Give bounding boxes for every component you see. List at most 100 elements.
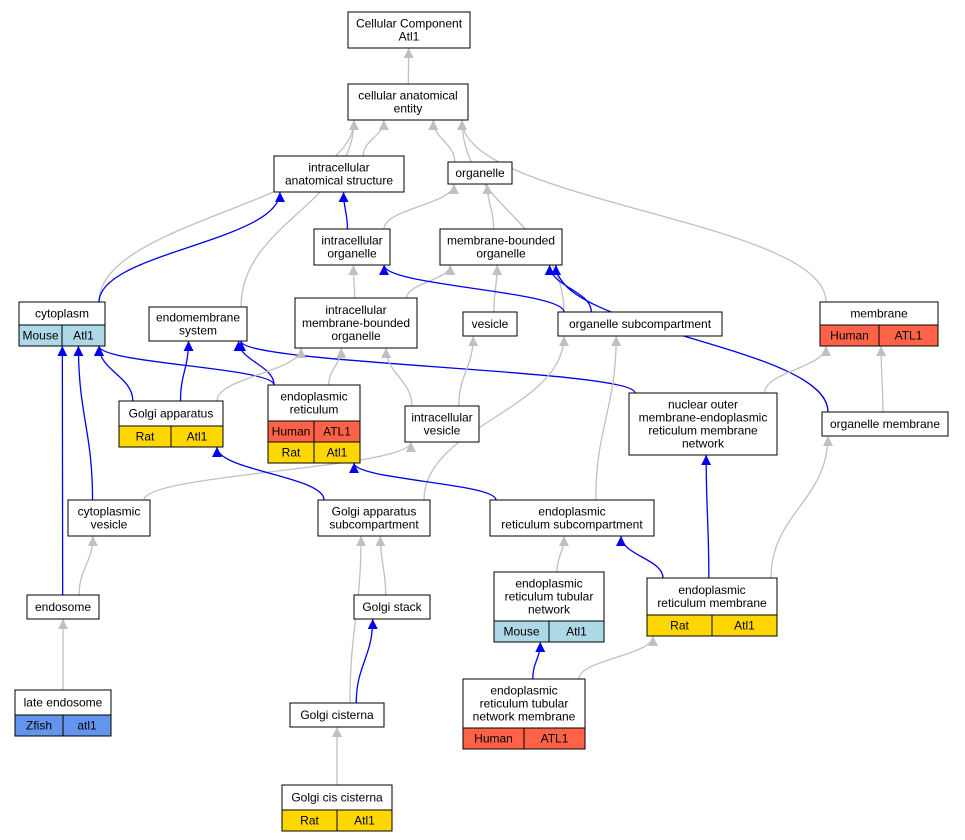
edge-mem-to-cae bbox=[457, 119, 827, 303]
term-box bbox=[281, 784, 393, 811]
term-label-line: network bbox=[682, 437, 725, 451]
term-label-line: endoplasmic bbox=[678, 583, 745, 597]
term-box bbox=[404, 405, 480, 443]
term-label-line: Golgi stack bbox=[362, 600, 422, 614]
term-node-gc[interactable]: Golgi cisterna bbox=[289, 702, 385, 728]
term-label-line: reticulum bbox=[290, 403, 339, 417]
species-cell-rat bbox=[170, 425, 224, 448]
term-node-gs[interactable]: Golgi stack bbox=[353, 594, 431, 620]
species-cell-zfish bbox=[62, 714, 112, 737]
term-label-line: Golgi cis cisterna bbox=[291, 791, 383, 805]
edge-imbo-to-io bbox=[348, 264, 359, 299]
term-label-line: cytoplasm bbox=[35, 307, 89, 321]
term-box bbox=[26, 594, 100, 620]
term-label-line: intracellular bbox=[411, 411, 472, 425]
term-box bbox=[353, 594, 431, 620]
edge-gc-to-gs bbox=[355, 618, 378, 704]
species-cell-text: Atl1 bbox=[327, 446, 348, 460]
edge-cv-to-iv bbox=[143, 441, 416, 501]
term-node-ves[interactable]: vesicle bbox=[462, 311, 518, 337]
edge-nomer-to-mem bbox=[763, 345, 831, 394]
term-label-line: reticulum tubular bbox=[480, 697, 569, 711]
species-cell-text: Rat bbox=[282, 446, 301, 460]
term-label-line: membrane-endoplasmic bbox=[639, 411, 768, 425]
term-label-line: Golgi apparatus bbox=[332, 505, 417, 519]
species-cell-mouse bbox=[548, 620, 605, 643]
term-label-line: vesicle bbox=[472, 317, 509, 331]
term-label-line: cytoplasmic bbox=[78, 505, 141, 519]
term-box bbox=[646, 577, 778, 616]
species-cell-text: Atl1 bbox=[354, 814, 375, 828]
term-label-line: cellular anatomical bbox=[358, 89, 457, 103]
term-label-line: organelle bbox=[331, 329, 381, 343]
term-label-line: membrane-bounded bbox=[302, 316, 410, 330]
edge-ersc-to-er bbox=[349, 462, 497, 501]
edge-gasc-to-osc bbox=[423, 335, 569, 501]
edge-cyto-to-ias bbox=[98, 191, 285, 303]
edge-erm-to-om bbox=[770, 435, 833, 579]
term-label-line: Golgi apparatus bbox=[129, 407, 214, 421]
edge-io-to-ias bbox=[338, 191, 349, 230]
term-label-line: endosome bbox=[35, 600, 91, 614]
edge-gasc-to-ga bbox=[212, 446, 325, 501]
edge-ias-to-cae bbox=[362, 119, 389, 157]
species-cell-text: Mouse bbox=[22, 329, 58, 343]
term-box bbox=[347, 11, 471, 49]
edge-ga-to-ems bbox=[179, 340, 194, 402]
term-label-line: anatomical structure bbox=[285, 174, 393, 188]
edge-om-to-mbo bbox=[551, 264, 829, 413]
term-node-om[interactable]: organelle membrane bbox=[821, 411, 949, 437]
species-cell-text: ATL1 bbox=[895, 329, 923, 343]
term-label-line: membrane-bounded bbox=[447, 234, 555, 248]
term-label-line: reticulum membrane bbox=[648, 424, 758, 438]
term-label-line: intracellular bbox=[308, 161, 369, 175]
species-cell-text: ATL1 bbox=[323, 425, 351, 439]
term-box bbox=[118, 400, 224, 427]
edge-ertnm-to-ertn bbox=[532, 641, 546, 680]
term-node-nomer[interactable]: nuclear outermembrane-endoplasmicreticul… bbox=[628, 392, 778, 456]
term-box bbox=[273, 155, 405, 193]
term-box bbox=[489, 499, 655, 537]
edge-erm-to-ersc bbox=[616, 535, 664, 579]
term-label-line: organelle subcompartment bbox=[569, 317, 712, 331]
term-box bbox=[493, 571, 605, 622]
term-node-osc[interactable]: organelle subcompartment bbox=[557, 311, 723, 337]
term-label-line: subcompartment bbox=[329, 518, 419, 532]
species-cell-rat bbox=[313, 441, 361, 464]
term-label-line: Atl1 bbox=[399, 30, 420, 44]
species-cell-mouse bbox=[61, 324, 106, 347]
term-node-endo[interactable]: endosome bbox=[26, 594, 100, 620]
edge-osc-to-mbo bbox=[544, 264, 592, 313]
species-cell-rat bbox=[711, 614, 778, 637]
species-cell-text: Atl1 bbox=[187, 430, 208, 444]
species-cell-text: ATL1 bbox=[541, 732, 569, 746]
term-node-org[interactable]: organelle bbox=[447, 161, 513, 185]
term-label-line: system bbox=[179, 324, 217, 338]
term-box bbox=[439, 228, 563, 266]
edge-cv-to-cyto bbox=[73, 345, 94, 501]
edge-ersc-to-osc bbox=[595, 335, 622, 501]
species-cell-human bbox=[878, 324, 939, 347]
term-label-line: organelle bbox=[455, 166, 505, 180]
